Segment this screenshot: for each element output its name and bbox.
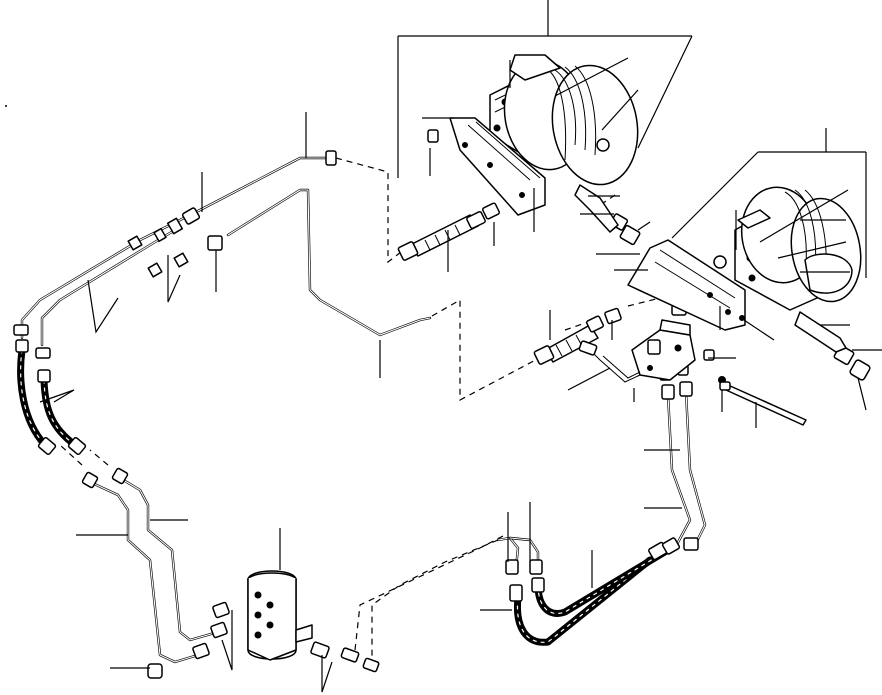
left-swivel-joint	[398, 203, 500, 261]
center-pipe	[228, 190, 430, 335]
right-hose-reel	[628, 181, 869, 352]
left-hose-outer	[21, 350, 45, 445]
fittings	[14, 130, 871, 678]
right-small-pipes	[498, 538, 538, 568]
upper-hose-reel	[450, 54, 647, 232]
right-swivel-joint	[534, 316, 604, 365]
filter-block	[248, 571, 312, 660]
control-valve	[579, 320, 695, 382]
leader-lines	[40, 58, 882, 692]
dashed-connections	[60, 158, 660, 662]
left-lower-pipe-b	[120, 478, 218, 640]
left-hose-inner	[44, 380, 75, 445]
group-bracket-upper	[398, 0, 692, 178]
group-bracket-right	[672, 128, 866, 278]
left-lower-pipe-a	[90, 482, 198, 662]
right-vertical-pipes	[668, 392, 705, 547]
stray-mark	[5, 105, 7, 107]
control-rod	[720, 382, 806, 425]
left-upper-pipe	[22, 158, 332, 338]
